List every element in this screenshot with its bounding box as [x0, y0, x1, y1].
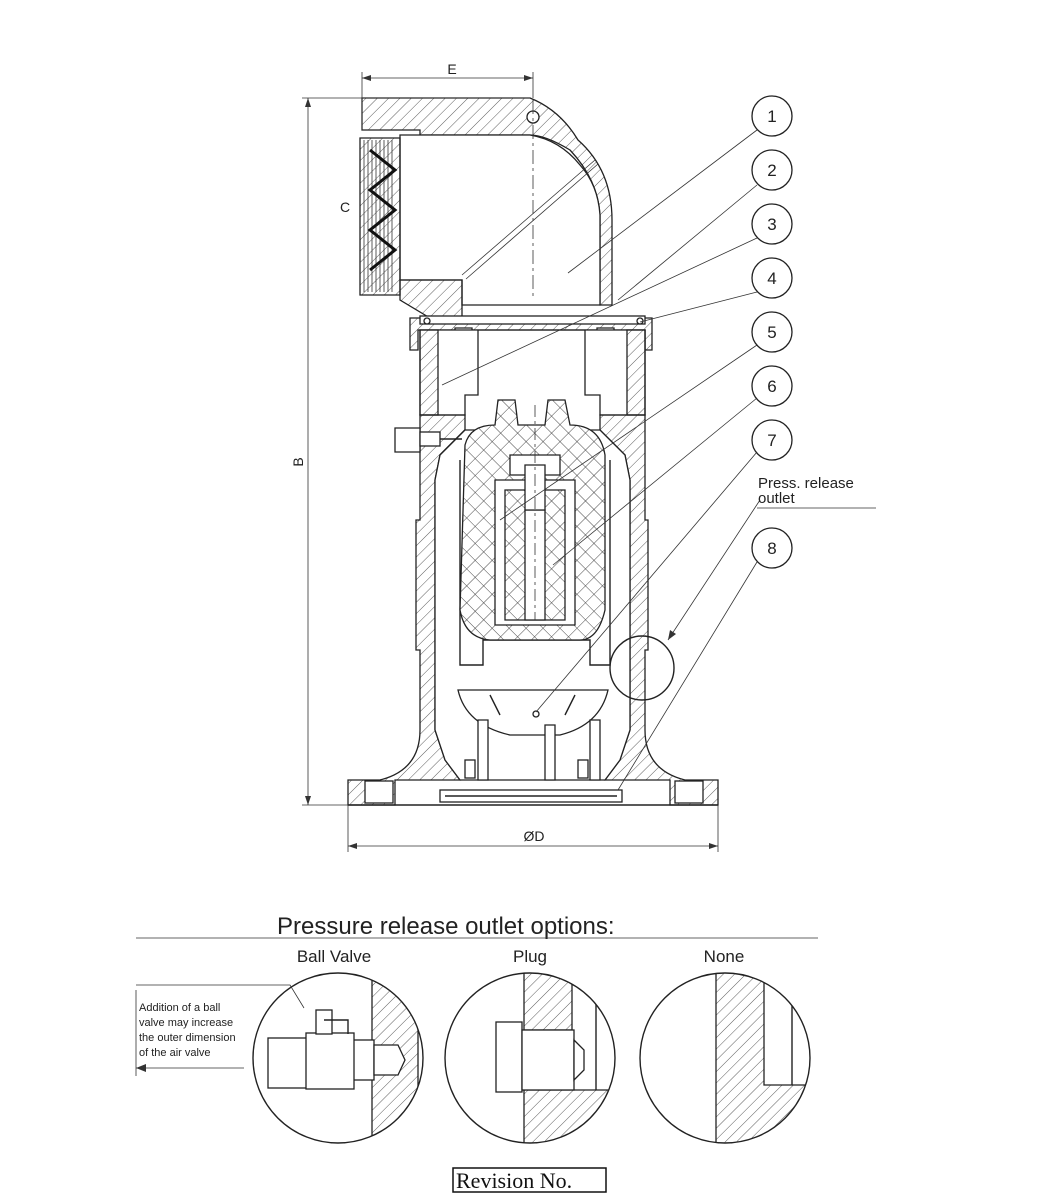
dimension-e-label: E — [447, 61, 456, 77]
options-title: Pressure release outlet options: — [277, 913, 615, 940]
balloon-2: 2 — [751, 149, 793, 191]
option-plug-label: Plug — [513, 947, 547, 966]
dimension-d-label: ØD — [524, 828, 545, 844]
svg-text:1: 1 — [767, 107, 776, 126]
options-section: Pressure release outlet options: Ball Va… — [135, 913, 818, 1144]
note-line-1: Addition of a ball — [139, 1002, 220, 1014]
balloon-4: 4 — [751, 257, 793, 299]
dimension-b-label: B — [290, 457, 306, 466]
revision-label: Revision No. — [456, 1168, 572, 1193]
svg-text:3: 3 — [767, 215, 776, 234]
svg-text:7: 7 — [767, 431, 776, 450]
balloon-7: 7 — [751, 419, 793, 461]
none-detail — [639, 972, 811, 1144]
note-line-2: valve may increase — [139, 1017, 233, 1029]
option-ball-valve-label: Ball Valve — [297, 947, 371, 966]
svg-text:5: 5 — [767, 323, 776, 342]
svg-text:6: 6 — [767, 377, 776, 396]
ball-valve-detail — [135, 972, 424, 1144]
side-valve — [394, 427, 462, 453]
release-outlet-detail-circle — [609, 635, 675, 701]
note-line-3: the outer dimension — [139, 1032, 236, 1044]
svg-text:4: 4 — [767, 269, 776, 288]
release-label-line2: outlet — [758, 490, 796, 507]
elbow-outlet — [359, 97, 613, 319]
plug-detail — [444, 972, 616, 1144]
release-label-line1: Press. release — [758, 475, 854, 492]
svg-text:2: 2 — [767, 161, 776, 180]
balloon-5: 5 — [751, 311, 793, 353]
note-line-4: of the air valve — [139, 1047, 211, 1059]
option-none-label: None — [704, 947, 745, 966]
part-balloons: 1 2 3 4 5 6 7 8 Press. release outlet — [441, 95, 876, 791]
float-assembly — [459, 399, 606, 641]
main-section-view — [347, 97, 719, 806]
revision-box: Revision No. — [452, 1167, 607, 1193]
lower-float — [457, 689, 609, 781]
dimension-lines: E C B ØD — [290, 61, 719, 852]
svg-text:8: 8 — [767, 539, 776, 558]
balloon-6: 6 — [751, 365, 793, 407]
balloon-3: 3 — [751, 203, 793, 245]
thread-lines — [363, 140, 398, 292]
balloon-1: 1 — [751, 95, 793, 137]
dimension-c-label: C — [340, 199, 350, 215]
balloon-8: 8 — [751, 527, 793, 569]
